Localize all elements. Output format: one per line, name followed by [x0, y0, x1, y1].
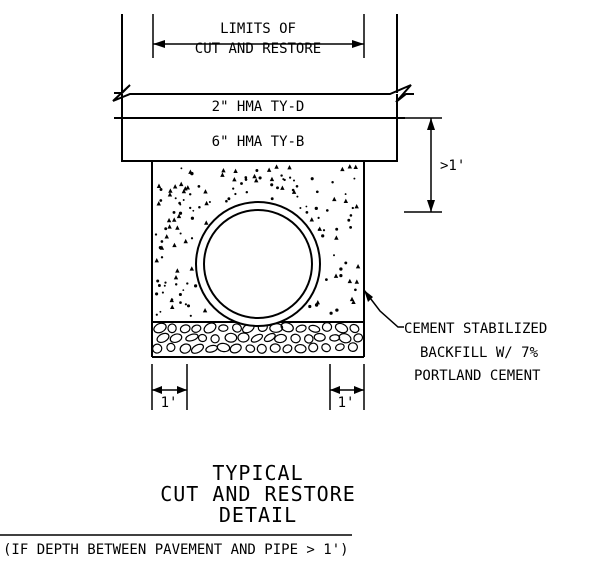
- pipe: [195, 201, 321, 327]
- title-line2: CUT AND RESTORE: [160, 482, 356, 506]
- left-width-label: 1': [161, 395, 178, 411]
- left-width-dimension: [151, 364, 188, 410]
- right-width-dimension: [329, 364, 365, 410]
- depth-dimension: [404, 117, 442, 213]
- callout-line2: BACKFILL W/ 7%: [420, 345, 539, 361]
- callout-line3: PORTLAND CEMENT: [414, 368, 541, 384]
- gravel-bedding-hatch: [152, 322, 364, 354]
- limits-label-line2: CUT AND RESTORE: [195, 41, 321, 57]
- title-line1: TYPICAL: [212, 461, 303, 485]
- surface-layer-label: 2" HMA TY-D: [212, 99, 305, 115]
- right-width-label: 1': [338, 395, 355, 411]
- callout-leader: [363, 289, 404, 328]
- base-layer-label: 6" HMA TY-B: [212, 134, 305, 150]
- pavement-edges: [121, 14, 398, 93]
- trench-outline: [151, 161, 365, 358]
- title-line3: DETAIL: [219, 503, 297, 527]
- title-note: (IF DEPTH BETWEEN PAVEMENT AND PIPE > 1'…: [3, 542, 349, 558]
- cement-stabilized-backfill-hatch: [154, 164, 361, 317]
- depth-dimension-label: >1': [440, 158, 465, 174]
- limits-label-line1: LIMITS OF: [220, 21, 296, 37]
- limits-dimension: [152, 14, 365, 58]
- base-layer: [121, 117, 398, 162]
- callout-line1: CEMENT STABILIZED: [404, 321, 547, 337]
